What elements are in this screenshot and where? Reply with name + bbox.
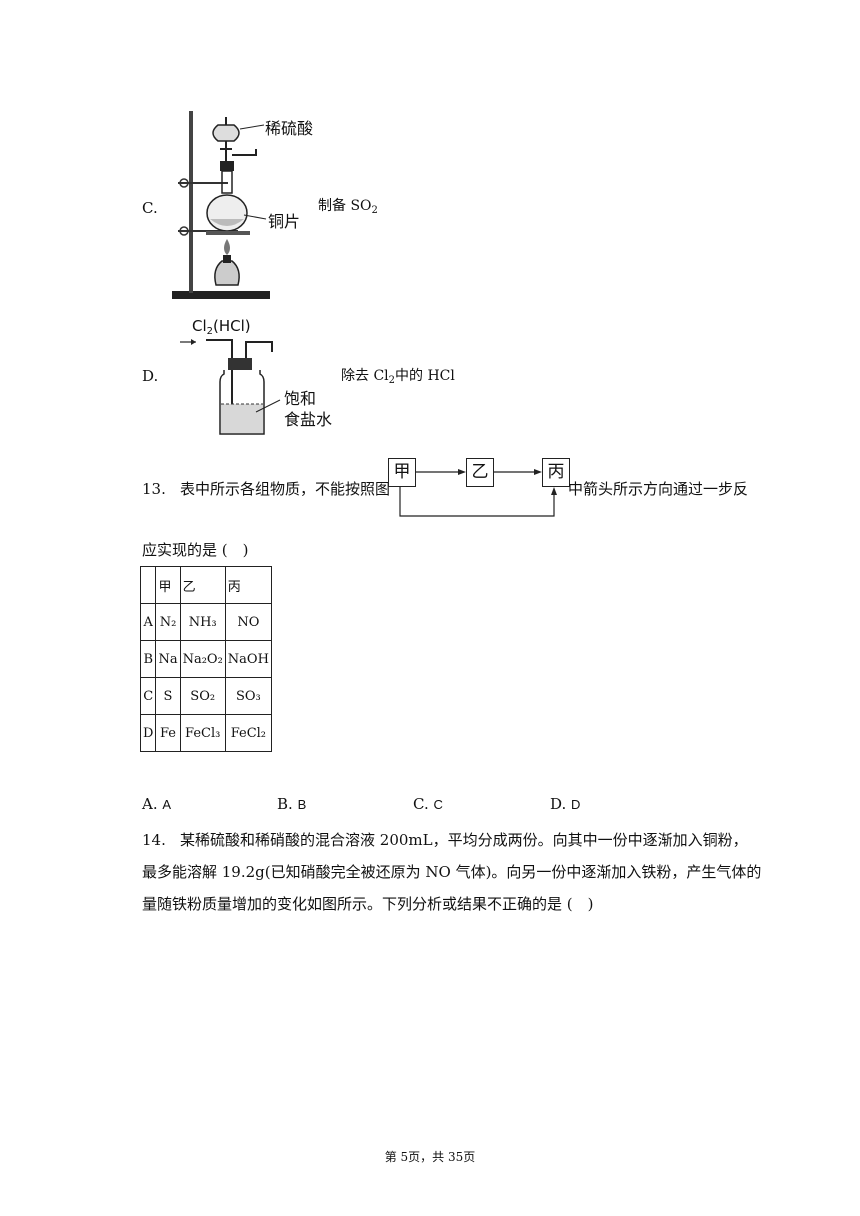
- table-cell: N₂: [155, 603, 181, 641]
- table-cell: NO: [224, 603, 272, 641]
- table-cell: NH₃: [179, 603, 226, 641]
- choice-c[interactable]: C. C: [413, 795, 443, 813]
- table-header-cell: 丙: [224, 566, 272, 604]
- table-cell: S: [155, 677, 181, 715]
- acid-figure-label: 稀硫酸: [265, 119, 314, 138]
- table-cell: FeCl₂: [224, 714, 272, 752]
- table-cell: C: [139, 677, 157, 715]
- option-d-caption: 除去 Cl2中的 HCl: [341, 368, 455, 386]
- table-cell: D: [139, 714, 157, 752]
- table-cell: FeCl₃: [179, 714, 226, 752]
- q14-line3: 量随铁粉质量增加的变化如图所示。下列分析或结果不正确的是 ( ): [142, 895, 594, 913]
- diagram-box-jia: 甲: [388, 458, 416, 487]
- brine-label-2: 食盐水: [284, 410, 333, 429]
- choice-a[interactable]: A. A: [142, 795, 172, 813]
- q13-text-after: 中箭头所示方向通过一步反: [568, 480, 749, 498]
- table-cell: A: [139, 603, 157, 641]
- q13-number: 13.: [142, 480, 166, 498]
- table-cell: NaOH: [224, 640, 272, 678]
- gas-inlet-label: Cl2(HCl): [192, 317, 251, 337]
- q13-table: 甲 乙 丙 A N₂ NH₃ NO B Na Na₂O₂ NaOH C S SO…: [139, 566, 272, 752]
- table-header-row: 甲 乙 丙: [139, 566, 272, 604]
- table-row: A N₂ NH₃ NO: [139, 603, 272, 641]
- copper-figure-label: 铜片: [268, 212, 301, 231]
- option-d-label: D.: [142, 367, 159, 385]
- choice-b[interactable]: B. B: [277, 795, 307, 813]
- q13-text-before: 表中所示各组物质，不能按照图: [180, 480, 391, 498]
- table-row: B Na Na₂O₂ NaOH: [139, 640, 272, 678]
- table-cell: SO₃: [224, 677, 272, 715]
- sulfuric-acid-copper-apparatus: [172, 111, 270, 299]
- q14-line2: 最多能溶解 19.2g(已知硝酸完全被还原为 NO 气体)。向另一份中逐渐加入铁…: [142, 863, 762, 881]
- table-row: D Fe FeCl₃ FeCl₂: [139, 714, 272, 752]
- table-cell: Fe: [155, 714, 181, 752]
- option-c-caption: 制备 SO2: [318, 198, 378, 216]
- q13-reaction-diagram: 甲 乙 丙: [386, 454, 570, 520]
- brine-label-1: 饱和: [284, 389, 317, 408]
- q14-line1: 某稀硫酸和稀硝酸的混合溶液 200mL，平均分成两份。向其中一份中逐渐加入铜粉，: [180, 831, 748, 849]
- page-footer: 第 5页，共 35页: [384, 1150, 476, 1164]
- table-cell: Na₂O₂: [179, 640, 226, 678]
- table-row: C S SO₂ SO₃: [139, 677, 272, 715]
- table-header-cell: [139, 566, 157, 604]
- q14-number: 14.: [142, 831, 166, 849]
- q13-text-line2: 应实现的是 ( ): [142, 541, 249, 559]
- table-cell: SO₂: [179, 677, 226, 715]
- diagram-box-bing: 丙: [542, 458, 570, 487]
- table-cell: B: [139, 640, 157, 678]
- choice-d[interactable]: D. D: [550, 795, 581, 813]
- table-header-cell: 乙: [179, 566, 226, 604]
- table-header-cell: 甲: [155, 566, 181, 604]
- diagram-box-yi: 乙: [466, 458, 494, 487]
- option-c-label: C.: [142, 199, 158, 217]
- table-cell: Na: [155, 640, 181, 678]
- gas-washing-bottle: [180, 339, 281, 435]
